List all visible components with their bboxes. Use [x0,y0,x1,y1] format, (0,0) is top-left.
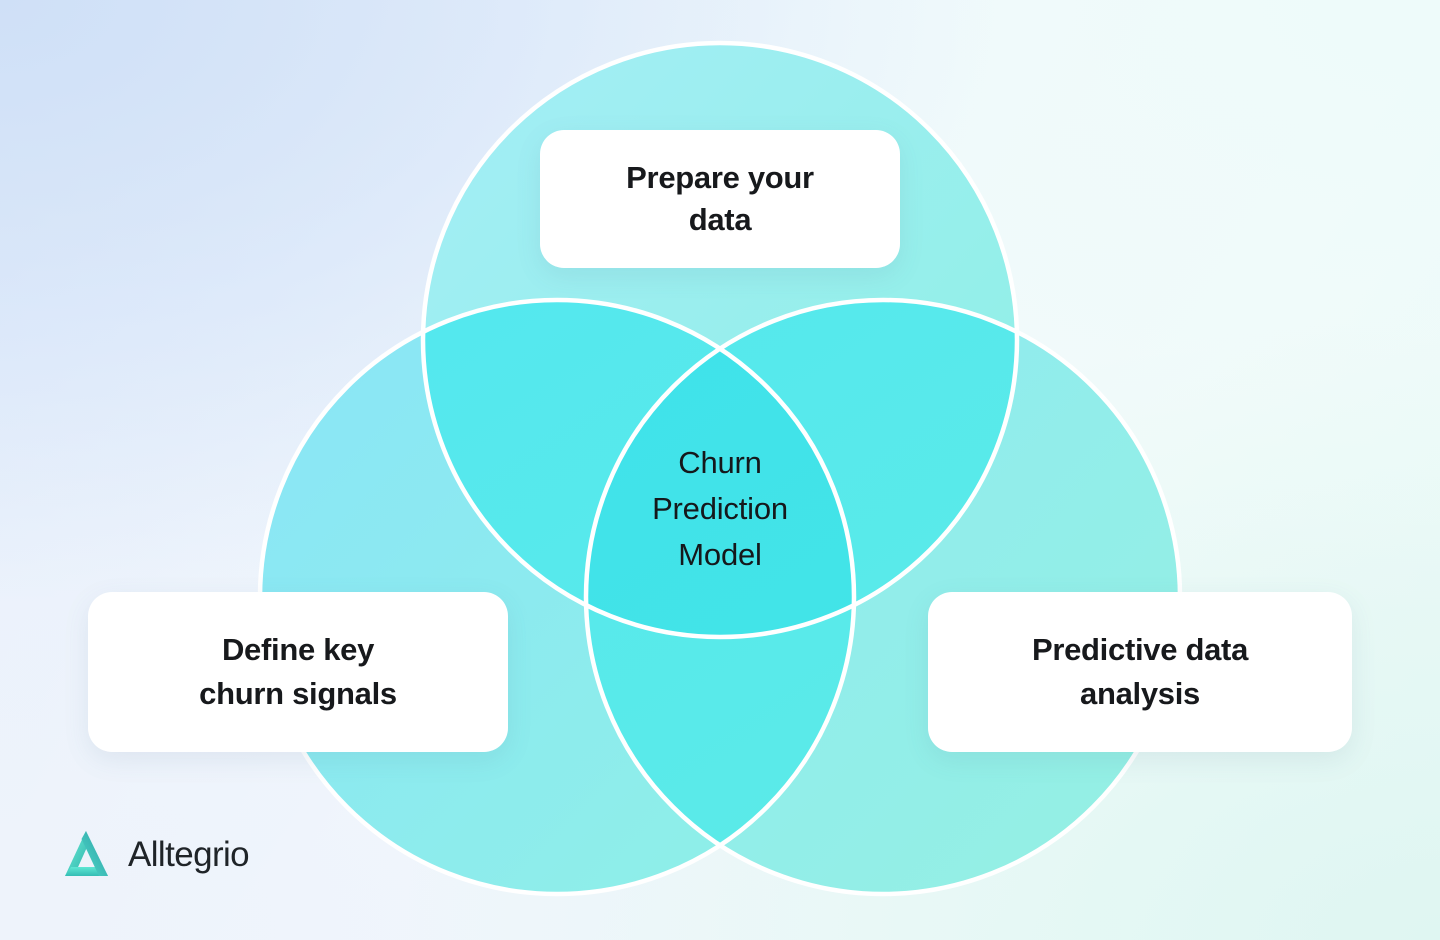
card-top-line-2: data [688,202,752,237]
venn-outline-top [420,40,1020,640]
brand-logo[interactable]: Alltegrio [57,826,250,884]
venn-card-churn-signals-text: Define key churn signals [199,628,397,716]
card-left-line-1: Define key [221,631,375,667]
venn-card-predictive-analysis[interactable]: Predictive data analysis [928,592,1352,752]
venn-card-prepare-data-text: Prepare your data [626,157,814,240]
card-right-line-1: Predictive data [1031,631,1249,667]
venn-card-predictive-analysis-text: Predictive data analysis [1032,628,1248,716]
card-left-line-2: churn signals [199,676,397,711]
card-top-line-1: Prepare your [626,160,814,196]
venn-card-churn-signals[interactable]: Define key churn signals [88,592,508,752]
penrose-triangle-icon [65,831,108,876]
brand-name: Alltegrio [128,835,250,874]
card-right-line-2: analysis [1080,676,1200,711]
venn-card-prepare-data[interactable]: Prepare your data [540,130,900,268]
